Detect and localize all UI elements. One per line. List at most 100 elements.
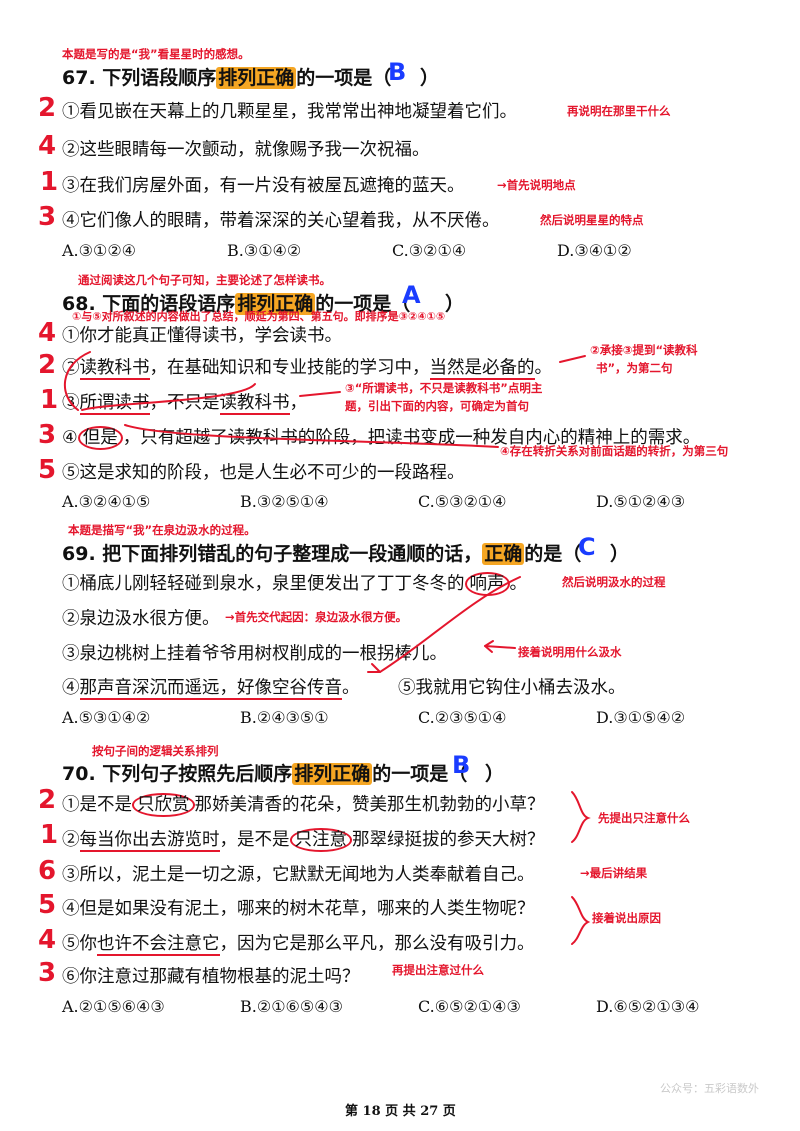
q68-note-3b: 题，引出下面的内容，可确定为首句 [345,399,529,413]
q70-title-end: ） [485,763,505,785]
q69-title-highlight: 正确 [482,543,525,565]
q70-s1-circled: 只欣赏 [132,793,195,817]
q68-sentence-2: ②读教科书，在基础知识和专业技能的学习中，当然是必备的。 [62,354,553,380]
q70-title-post: 的一项是（ [372,763,468,785]
q68-order-mark-3: 1 [40,385,59,415]
q68-s3-num: ③ [62,393,80,413]
q70-option-d[interactable]: D.⑥⑤②①③④ [596,997,700,1016]
q68-s2-post: 。 [534,358,553,378]
q67-option-b[interactable]: B.③①④② [227,241,302,260]
q68-s2-num: ② [62,358,80,378]
q70-option-a[interactable]: A.②①⑤⑥④③ [62,997,165,1016]
q69-sentence-4: ④那声音深沉而遥远，好像空谷传音。 [62,674,360,700]
q69-sentence-3: ③泉边桃树上挂着爷爷用树杈削成的一根拐棒儿。 [62,644,447,664]
q70-title-pre: 70. 下列句子按照先后顺序 [62,763,293,785]
q69-s4-num: ④ [62,678,80,698]
q69-title-pre: 69. 把下面排列错乱的句子整理成一段通顺的话， [62,543,483,565]
q67-note-3: →首先说明地点 [497,178,576,192]
q70-s1-pre: ①是不是 [62,795,132,815]
q69-option-c[interactable]: C.②③⑤①④ [418,708,507,727]
q70-s2-post: 那翠绿挺拔的参天大树？ [352,830,545,850]
q68-note-4: ④存在转折关系对前面话题的转折，为第三句 [500,444,729,458]
q69-title-post: 的是（ [524,543,582,565]
q67-sentence-2: ②这些眼睛每一次颤动，就像赐予我一次祝福。 [62,140,430,160]
q68-options: A.③②④①⑤ B.③②⑤①④ C.⑤③②①④ D.⑤①②④③ [62,492,774,511]
q68-s3-underline-1: 所谓读书 [79,393,150,415]
q69-s1-text: ①桶底儿刚轻轻碰到泉水，泉里便发出了丁丁冬冬的 [62,574,465,594]
q69-sentence-2: ②泉边汲水很方便。 [62,609,220,629]
q68-handwritten-answer: A [402,281,421,309]
q69-sentence-5: ⑤我就用它钩住小桶去汲水。 [398,678,626,698]
q68-option-d[interactable]: D.⑤①②④③ [596,492,686,511]
watermark: 公众号：五彩语数外 [660,1082,759,1095]
q69-title: 69. 把下面排列错乱的句子整理成一段通顺的话，正确的是（ [62,539,581,566]
q69-options: A.⑤③①④② B.②④③⑤① C.②③⑤①④ D.③①⑤④② [62,708,774,727]
q70-s5-underline: 也许不会注意它 [97,934,220,956]
q67-annotation-top: 本题是写的是“我”看星星时的感想。 [62,47,250,61]
q67-title-pre: 67. 下列语段顺序 [62,67,217,89]
q70-order-mark-5: 4 [38,925,57,955]
q67-note-4: 然后说明星星的特点 [540,213,644,227]
q67-option-d[interactable]: D.③④①② [557,241,632,260]
q68-option-a[interactable]: A.③②④①⑤ [62,492,151,511]
q70-handwritten-answer: B [452,751,471,779]
q70-title: 70. 下列句子按照先后顺序排列正确的一项是（ [62,759,467,786]
q69-option-a[interactable]: A.⑤③①④② [62,708,151,727]
q70-order-mark-6: 3 [38,958,57,988]
q70-s5-post: ，因为它是那么平凡，那么没有吸引力。 [219,934,535,954]
q67-sentence-4: ④它们像人的眼睛，带着深深的关心望着我，从不厌倦。 [62,211,500,231]
q68-option-b[interactable]: B.③②⑤①④ [240,492,329,511]
q69-option-d[interactable]: D.③①⑤④② [596,708,686,727]
q67-option-c[interactable]: C.③②①④ [392,241,467,260]
q67-option-a[interactable]: A.③①②④ [62,241,137,260]
q69-note-2: →首先交代起因：泉边汲水很方便。 [225,610,408,624]
q68-title-post: 的一项是（ [315,293,411,315]
q70-annotation-top: 按句子间的逻辑关系排列 [92,744,219,758]
q69-s4-post: 。 [342,678,360,698]
q69-arrow-3 [484,645,516,649]
q70-sentence-1: ①是不是只欣赏那娇美清香的花朵，赞美那生机勃勃的小草？ [62,791,545,817]
q68-sentence-3: ③所谓读书，不只是读教科书， [62,389,307,415]
q67-order-mark-2: 4 [38,131,57,161]
q67-order-mark-3: 1 [40,167,59,197]
q68-note-2b: 书”，为第二句 [596,361,673,375]
q68-option-c[interactable]: C.⑤③②①④ [418,492,507,511]
q70-options: A.②①⑤⑥④③ B.②①⑥⑤④③ C.⑥⑤②①④③ D.⑥⑤②①③④ [62,997,774,1016]
q70-s2-underline: 每当你出去游览时 [79,830,220,852]
q68-s2-mid: ，在基础知识和专业技能的学习中， [149,358,430,378]
q69-note-3: 接着说明用什么汲水 [518,645,622,659]
q70-sentence-3: ③所以，泥土是一切之源，它默默无闻地为人类奉献着自己。 [62,865,535,885]
q67-order-mark-1: 2 [38,93,57,123]
q69-note-1: 然后说明汲水的过程 [562,575,666,589]
q70-sentence-5: ⑤你也许不会注意它，因为它是那么平凡，那么没有吸引力。 [62,930,535,956]
q70-brace-45 [571,896,591,945]
q70-order-mark-3: 6 [38,856,57,886]
q69-s4-underline: 那声音深沉而遥远，好像空谷传音 [79,678,342,700]
q70-s2-mid: ，是不是 [219,830,290,850]
q70-s1-post: 那娇美清香的花朵，赞美那生机勃勃的小草？ [194,795,545,815]
q69-title-end: ） [610,543,630,565]
q68-s2-underline-1: 读教科书 [79,358,150,380]
q69-s1-post: 。 [509,574,528,594]
q67-handwritten-answer: B [388,58,407,86]
q70-note-6: 再提出注意过什么 [392,963,484,977]
q67-sentence-3: ③在我们房屋外面，有一片没有被屋瓦遮掩的蓝天。 [62,176,465,196]
q68-s4-num: ④ [62,428,78,448]
q68-sentence-5: ⑤这是求知的阶段，也是人生必不可少的一段路程。 [62,463,465,483]
q70-option-b[interactable]: B.②①⑥⑤④③ [240,997,343,1016]
q69-sentence-1: ①桶底儿刚轻轻碰到泉水，泉里便发出了丁丁冬冬的响声。 [62,570,528,596]
q68-s3-underline-2: 读教科书 [219,393,290,415]
q67-note-1: 再说明在那里干什么 [567,104,671,118]
q68-s2-underline-2: 当然是必备的 [429,358,535,380]
q70-note-45: 接着说出原因 [592,911,661,925]
q69-s1-circled: 响声 [464,572,510,596]
q67-sentence-1: ①看见嵌在天幕上的几颗星星，我常常出神地凝望着它们。 [62,102,517,122]
q69-handwritten-answer: C [578,533,596,561]
q67-title-post: 的一项是（ [296,67,392,89]
q70-order-mark-4: 5 [38,890,57,920]
q70-option-c[interactable]: C.⑥⑤②①④③ [418,997,521,1016]
q68-note2-pointer [559,355,586,363]
q69-option-b[interactable]: B.②④③⑤① [240,708,329,727]
q70-brace-12 [571,791,591,843]
q70-s2-num: ② [62,830,80,850]
